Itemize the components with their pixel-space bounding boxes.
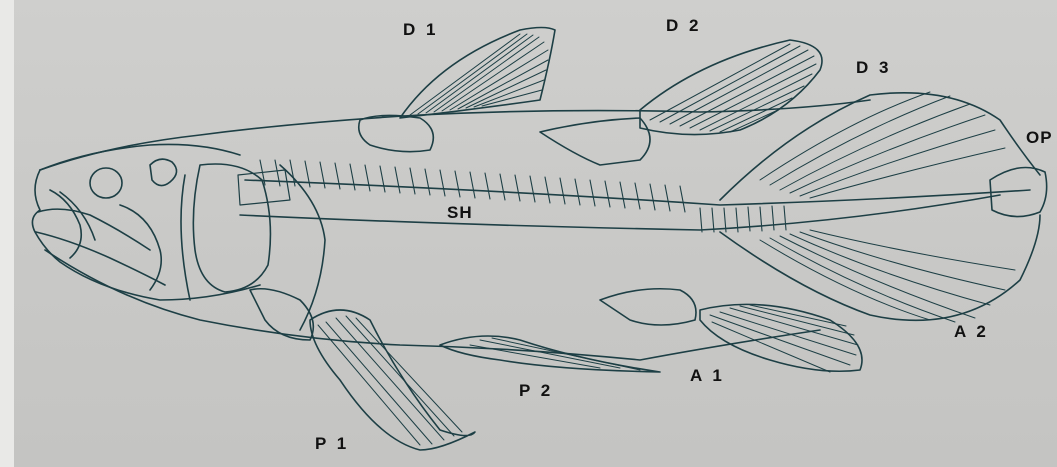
label-pelvic-fin: P 2 [519, 381, 553, 401]
dorsal-fin-1 [400, 28, 555, 119]
pectoral-lobe [250, 289, 313, 340]
skull-line [40, 144, 240, 170]
anal-fin [700, 304, 862, 371]
label-first-dorsal-fin: D 1 [403, 20, 438, 40]
label-pectoral-fin: P 1 [315, 434, 349, 454]
jaw-detail-2 [60, 192, 95, 240]
gill-arch [181, 175, 190, 300]
caudal-fin-rays [760, 92, 1015, 322]
jaw-upper [38, 209, 150, 250]
label-epicaudal: OP [1026, 128, 1053, 148]
anal-fin-base [600, 289, 696, 325]
label-notochord: SH [447, 203, 473, 223]
pectoral-fin [310, 310, 475, 450]
notochord [240, 195, 1000, 230]
pelvic-fin-rays [470, 338, 640, 370]
dorsal-fin-2-base [540, 118, 650, 165]
jaw-detail-1 [50, 190, 81, 258]
dorsal-fin-2 [640, 40, 822, 135]
dorsal-fin-1-base [359, 115, 434, 151]
operculum [193, 164, 270, 292]
head-outline [32, 170, 260, 300]
caudal-fin-lower [720, 215, 1040, 320]
label-third-dorsal-fin: D 3 [856, 58, 891, 78]
anal-fin-rays [710, 305, 858, 372]
dorsal-fin-1-rays [410, 34, 548, 115]
cheek [120, 205, 161, 290]
label-second-anal-fin: A 2 [954, 322, 989, 342]
eye-socket [90, 168, 122, 198]
notochord-sheath [245, 180, 1030, 205]
label-second-dorsal-fin: D 2 [666, 16, 701, 36]
skull-ornament [150, 159, 177, 185]
label-first-anal-fin: A 1 [690, 366, 725, 386]
pectoral-girdle [280, 165, 325, 330]
